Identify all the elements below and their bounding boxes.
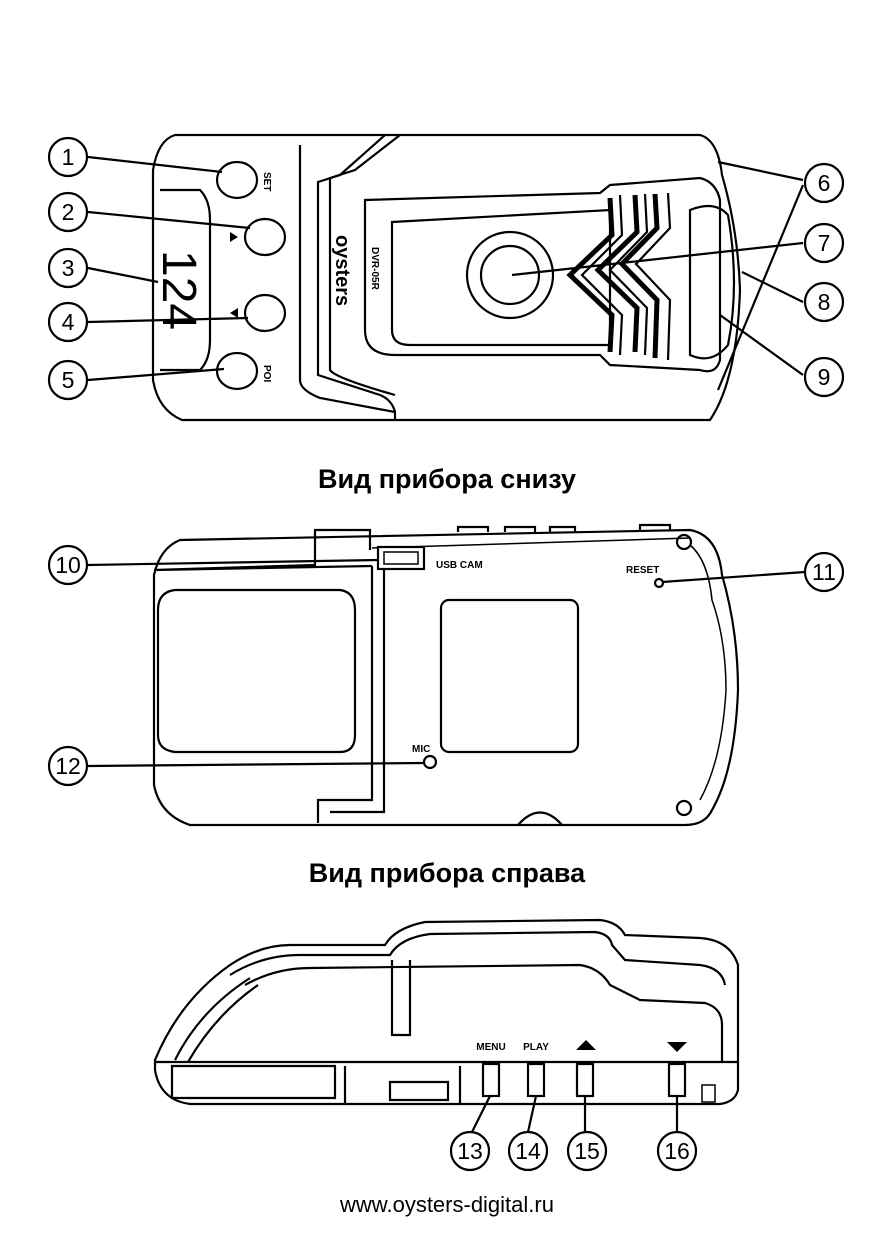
side-body-outline <box>155 920 738 1104</box>
callout-15-text: 15 <box>574 1138 600 1164</box>
right-window <box>441 600 578 752</box>
button-4[interactable] <box>245 295 285 331</box>
side-front-slope <box>175 978 258 1062</box>
leader-2 <box>88 212 250 228</box>
callout-6-text: 6 <box>818 170 831 196</box>
reset-label: RESET <box>626 565 659 576</box>
callout-10-text: 10 <box>55 552 81 578</box>
callout-9-text: 9 <box>818 364 831 390</box>
usb-cam-label: USB CAM <box>436 560 483 571</box>
caption-bottom-view: Вид прибора снизу <box>318 464 576 494</box>
caption-right-view: Вид прибора справа <box>309 858 586 888</box>
right-edge-curve <box>690 545 726 800</box>
callout-4-text: 4 <box>62 309 75 335</box>
callout-13-text: 13 <box>457 1138 483 1164</box>
usb-port[interactable] <box>378 547 424 569</box>
down-triangle-icon <box>667 1042 687 1052</box>
side-callouts: 13 14 15 16 <box>451 1096 696 1170</box>
bottom-lens-housing <box>365 178 720 371</box>
button-2[interactable] <box>245 219 285 255</box>
callout-7-text: 7 <box>818 230 831 256</box>
play-button[interactable] <box>528 1064 544 1096</box>
leader-7 <box>512 243 803 275</box>
callout-5-text: 5 <box>62 367 75 393</box>
screw-bottom <box>677 801 691 815</box>
right-frame-left <box>318 566 372 823</box>
bottom-view: SET POI 124 oysters DVR-05R <box>152 135 740 420</box>
leader-8 <box>742 272 803 302</box>
side-corner-tab <box>702 1085 715 1102</box>
side-bottom-dividers <box>345 1066 460 1104</box>
side-bottom-recess <box>172 1066 335 1098</box>
bottom-right-panel <box>690 206 734 358</box>
bottom-arc <box>518 813 562 826</box>
screw-top <box>677 535 691 549</box>
right-frame-inner <box>330 566 384 812</box>
down-button[interactable] <box>669 1064 685 1096</box>
callout-16-text: 16 <box>664 1138 690 1164</box>
leader-11 <box>662 572 805 582</box>
leader-12 <box>88 763 424 766</box>
play-label: PLAY <box>523 1042 549 1053</box>
side-upper-ridge <box>230 932 725 985</box>
brand-logo-text: oysters <box>331 235 353 306</box>
right-triangle-icon <box>230 232 238 242</box>
mic-hole <box>424 756 436 768</box>
callout-2-text: 2 <box>62 199 75 225</box>
leader-3 <box>88 268 158 282</box>
leader-13 <box>472 1096 490 1132</box>
model-label: DVR-05R <box>369 247 380 291</box>
callout-14-text: 14 <box>515 1138 541 1164</box>
poi-button[interactable] <box>217 353 257 389</box>
footer-url[interactable]: www.oysters-digital.ru <box>339 1192 554 1217</box>
callout-1-text: 1 <box>62 144 75 170</box>
chevron-grille <box>570 193 670 360</box>
reset-hole[interactable] <box>655 579 663 587</box>
menu-button[interactable] <box>483 1064 499 1096</box>
side-view: MENU PLAY <box>155 920 738 1104</box>
callout-11-text: 11 <box>812 559 836 585</box>
right-view: USB CAM RESET MIC <box>154 525 738 825</box>
callout-3-text: 3 <box>62 255 75 281</box>
leader-10 <box>88 560 378 565</box>
bottom-lens-recess <box>392 210 610 345</box>
right-left-pad <box>158 590 355 752</box>
segment-display: 124 <box>152 250 205 330</box>
side-vertical-slot <box>392 960 410 1035</box>
set-button[interactable] <box>217 162 257 198</box>
leader-6a <box>718 162 803 180</box>
poi-label: POI <box>261 365 272 382</box>
callout-8-text: 8 <box>818 289 831 315</box>
mic-label: MIC <box>412 744 430 755</box>
up-triangle-icon <box>576 1040 596 1050</box>
up-button[interactable] <box>577 1064 593 1096</box>
menu-label: MENU <box>476 1042 505 1053</box>
set-label: SET <box>261 172 272 191</box>
lens-inner-ring <box>481 246 539 304</box>
left-triangle-icon <box>230 308 238 318</box>
leader-14 <box>528 1096 536 1132</box>
callout-12-text: 12 <box>55 753 81 779</box>
side-bottom-port <box>390 1082 448 1100</box>
leader-5 <box>88 369 224 380</box>
